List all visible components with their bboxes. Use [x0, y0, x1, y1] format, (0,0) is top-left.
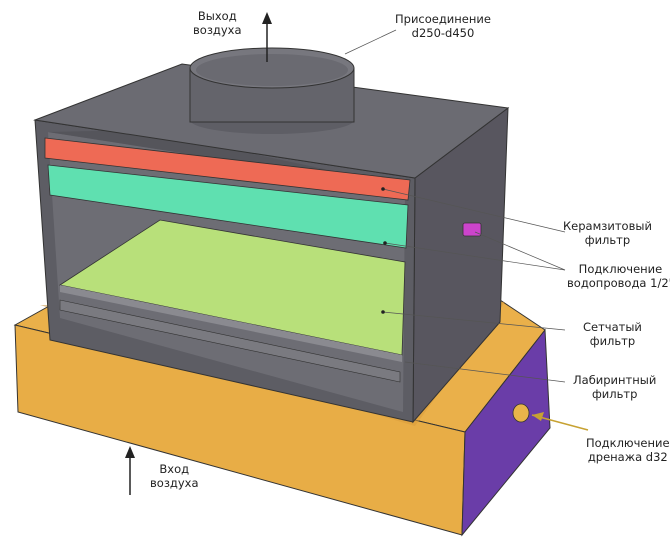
label-air-out: Выход воздуха: [193, 9, 242, 37]
label-ceramsite-line1: Керамзитовый: [563, 219, 652, 233]
label-labyrinth-filter: Лабиринтный фильтр: [573, 373, 656, 401]
avito-logo: [566, 503, 602, 527]
label-water-line1: Подключение: [578, 262, 663, 276]
label-drain-line1: Подключение: [586, 436, 670, 450]
label-mesh-line1: Сетчатый: [583, 320, 642, 334]
label-air-out-line2: воздуха: [193, 23, 242, 37]
label-connection: Присоединение d250-d450: [395, 12, 491, 40]
label-air-in-line1: Вход: [159, 462, 190, 476]
avito-watermark: Avito: [588, 500, 670, 535]
drain-fitting: [512, 403, 530, 423]
label-mesh-line2: фильтр: [589, 334, 636, 348]
label-ceramsite-filter: Керамзитовый фильтр: [563, 219, 652, 247]
drain-arrowhead: [532, 412, 544, 421]
label-labyrinth-line1: Лабиринтный: [573, 373, 657, 387]
label-mesh-filter: Сетчатый фильтр: [583, 320, 642, 348]
label-air-in-line2: воздуха: [150, 476, 199, 490]
label-water-line2: водопровода 1/2": [567, 276, 670, 290]
label-connection-line2: d250-d450: [411, 26, 475, 40]
label-ceramsite-line2: фильтр: [584, 233, 631, 247]
label-labyrinth-line2: фильтр: [591, 387, 638, 401]
duct-cylinder-inner: [196, 54, 348, 86]
label-drain-connection: Подключение дренажа d32: [586, 436, 670, 464]
tray-side-face: [461, 328, 551, 537]
leader-dots: [381, 187, 387, 314]
water-fitting: [462, 222, 482, 237]
label-water-connection: Подключение водопровода 1/2": [567, 262, 670, 290]
air-in-arrowhead: [125, 446, 135, 458]
label-connection-line1: Присоединение: [395, 12, 491, 26]
label-air-out-line1: Выход: [197, 9, 237, 23]
labyrinth-filter: [58, 219, 406, 356]
mesh-filter: [47, 164, 409, 249]
lower-rail: [59, 299, 401, 383]
leader-lines: [344, 29, 566, 383]
air-out-arrowhead: [262, 12, 272, 24]
labyrinth-filter-edge: [60, 285, 402, 362]
label-air-in: Вход воздуха: [150, 462, 199, 490]
ceramsite-filter: [44, 137, 411, 201]
label-drain-line2: дренажа d32: [587, 450, 668, 464]
